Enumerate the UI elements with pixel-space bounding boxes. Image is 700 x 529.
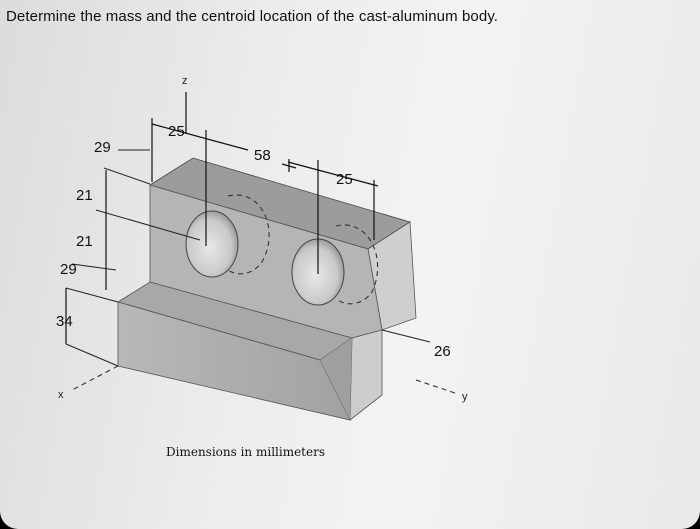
dim-29-mid-leader <box>71 263 117 271</box>
base-front-edge-shade <box>320 338 352 420</box>
z-axis-label: z <box>182 75 188 87</box>
hole-right-hidden-edge <box>335 224 379 305</box>
x-axis <box>71 365 119 391</box>
y-axis-label: y <box>462 391 468 403</box>
dim-top-58: 58 <box>254 147 271 164</box>
dim-left-29-top: 29 <box>94 139 111 156</box>
y-axis <box>415 379 459 395</box>
dim-left-34: 34 <box>56 313 73 330</box>
figure-caption: Dimensions in millimeters <box>166 445 325 459</box>
dim-left-21-b: 21 <box>76 233 93 250</box>
dim-34-ext <box>65 343 119 367</box>
top-dimension-line-b <box>287 161 379 187</box>
dim-left-21-a: 21 <box>76 187 93 204</box>
hole-left-hidden-edge <box>227 194 270 275</box>
dim-top-25: 25 <box>168 123 185 140</box>
dim-top-right-25: 25 <box>336 171 353 188</box>
x-axis-label: x <box>58 389 64 401</box>
hole-left <box>185 210 239 278</box>
top-dimension-line-a <box>151 123 249 151</box>
dim-26-leader <box>381 329 431 343</box>
dim-29-mid-ext <box>65 287 119 303</box>
dim-21-ext <box>95 209 201 241</box>
dim-right-26: 26 <box>434 343 451 360</box>
dim-29-top-ext <box>103 167 151 185</box>
base-right-face <box>349 329 383 421</box>
problem-statement: Determine the mass and the centroid loca… <box>6 8 499 25</box>
dim-left-29-mid: 29 <box>60 261 77 278</box>
